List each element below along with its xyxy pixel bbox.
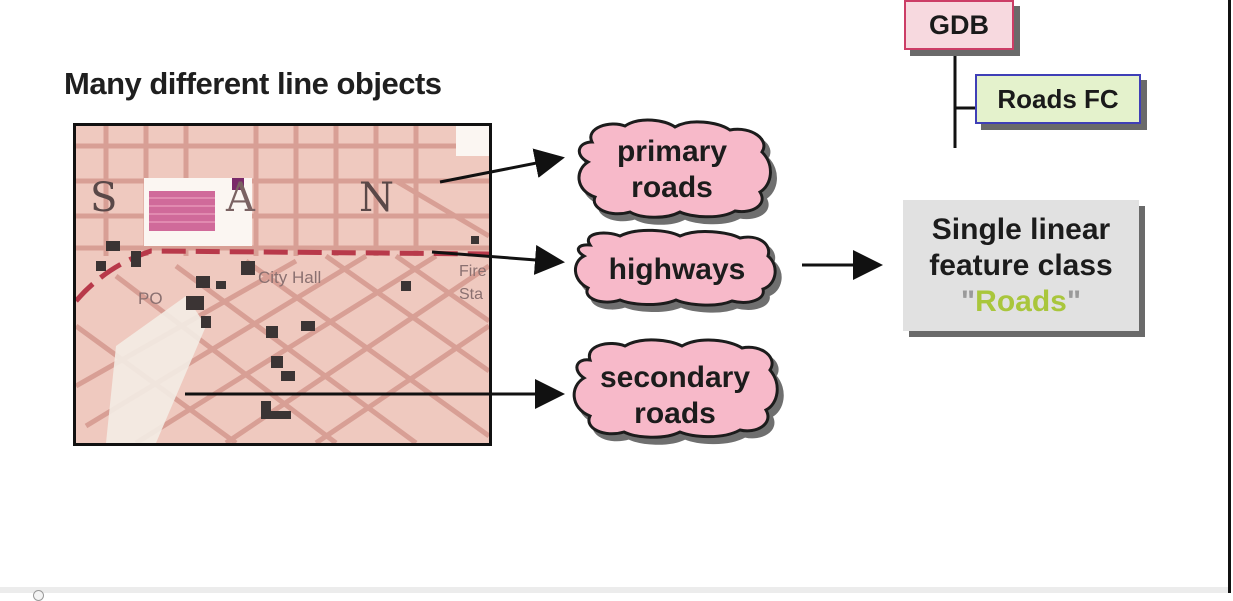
map-label-s: S (90, 175, 117, 221)
roads-fc-box: Roads FC (975, 74, 1141, 124)
circle-icon[interactable] (33, 590, 44, 601)
gdb-label: GDB (929, 9, 989, 40)
map-drawing: S A N City Hall PO Fire Sta (76, 126, 489, 443)
cloud-primary-roads (577, 118, 772, 219)
highways-line1: highways (608, 253, 746, 286)
arrow-to-highways (431, 244, 565, 275)
secondary-roads-line2: roads (634, 397, 716, 430)
single-box-line1: Single linear (931, 212, 1111, 246)
connector-overlay (185, 46, 975, 439)
arrow-to-primary-roads (439, 148, 565, 184)
secondary-roads-line1: secondary (599, 361, 751, 394)
slide-heading: Many different line objects (64, 66, 442, 101)
single-box-line3: "Roads" (961, 284, 1081, 320)
slide: Many different line objects (64, 0, 1141, 446)
map-label-po: PO (138, 289, 163, 308)
map-label-a: A (225, 175, 256, 221)
map-label-n: N (359, 175, 394, 221)
slide-right-border (1228, 0, 1231, 593)
map-label-sta: Sta (459, 286, 483, 303)
single-feature-class-box: Single linear feature class "Roads" (903, 200, 1139, 331)
bottom-toolbar-strip (0, 587, 1228, 593)
roads-fc-label: Roads FC (997, 83, 1119, 114)
map-label-city-hall: City Hall (258, 268, 321, 287)
gdb-box: GDB (904, 0, 1014, 50)
primary-roads-line2: roads (631, 171, 713, 204)
cloud-secondary-roads-label: secondary roads (584, 360, 766, 432)
roads-accent-word: Roads (975, 284, 1067, 318)
single-box-line2: feature class (929, 248, 1113, 282)
street-map-image: S A N City Hall PO Fire Sta (73, 123, 492, 446)
cloud-highways-label: highways (592, 252, 762, 288)
cloud-highways (574, 228, 777, 307)
cloud-secondary-roads (572, 338, 779, 439)
primary-roads-line1: primary (616, 135, 728, 168)
map-label-fire: Fire (459, 263, 487, 280)
open-quote: " (960, 284, 976, 318)
cloud-primary-roads-label: primary roads (592, 134, 752, 206)
close-quote: " (1066, 284, 1082, 318)
